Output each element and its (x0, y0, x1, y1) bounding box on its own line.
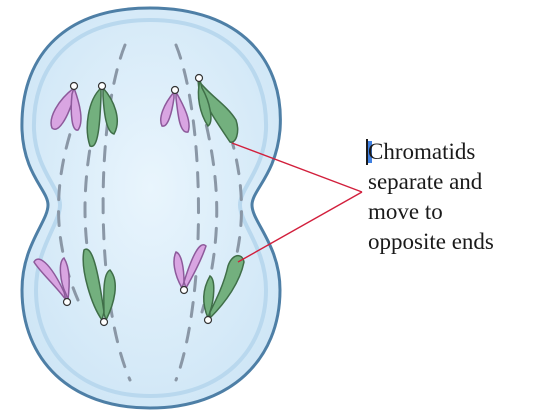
centromere (196, 75, 203, 82)
centromere (101, 319, 108, 326)
annotation-line-4: opposite ends (368, 227, 544, 257)
annotation-line-2: separate and (368, 167, 544, 197)
annotation-line-1: Chromatids (368, 137, 544, 167)
centromere (181, 287, 188, 294)
centromere (71, 83, 78, 90)
centromere (64, 299, 71, 306)
centromere (205, 317, 212, 324)
annotation-line-3: move to (368, 197, 544, 227)
centromere (99, 83, 106, 90)
annotation-label: Chromatids separate and move to opposite… (368, 137, 544, 257)
centromere (172, 87, 179, 94)
